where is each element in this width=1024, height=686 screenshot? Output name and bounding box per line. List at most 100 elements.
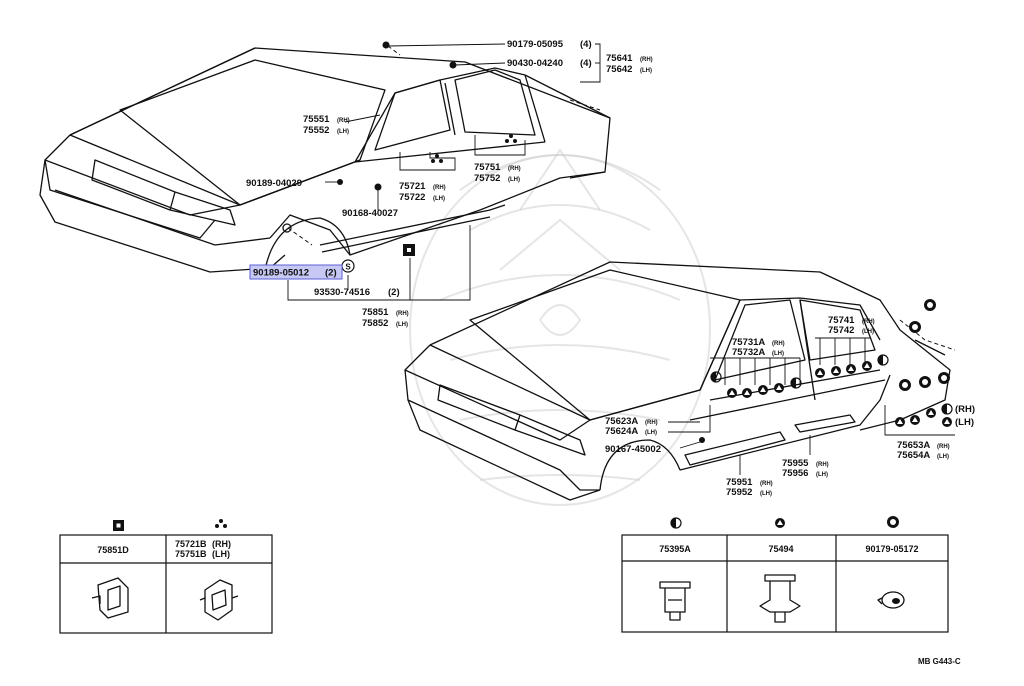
label-90179-05095: 90179-05095 [507, 39, 564, 50]
part-75395A: 75395A [659, 544, 691, 554]
clip-75721B-drawing [199, 579, 239, 621]
svg-text:(RH): (RH) [508, 166, 521, 172]
label-90189-04029: 90189-04029 [246, 178, 302, 189]
round-clip-icon [909, 321, 921, 333]
half-circle-clip-icon [877, 354, 889, 366]
left-parts-table: 75851D 75721B (RH) 75751B (LH) [59, 519, 273, 634]
half-circle-clip-icon [941, 403, 953, 415]
triangle-clip-icon [831, 366, 841, 376]
label-75654A: 75654A [897, 450, 930, 461]
square-clip-symbol-icon [113, 520, 124, 531]
triangle-clip-icon [815, 368, 825, 378]
part-75851D: 75851D [97, 545, 129, 555]
svg-text:(RH): (RH) [212, 539, 231, 549]
round-clip-icon [924, 299, 936, 311]
label-75742: 75742 [828, 325, 854, 336]
bottom-clip-symbols [710, 299, 953, 427]
label-75551: 75551 [303, 114, 330, 125]
watermark-emblem [409, 148, 711, 506]
svg-text:(RH): (RH) [396, 311, 409, 317]
bottom-labels: 75731A (RH) 75732A (LH) 75741 (RH) 75742… [605, 315, 975, 498]
label-75732A: 75732A [732, 347, 765, 358]
svg-text:(RH): (RH) [337, 118, 350, 124]
svg-text:(LH): (LH) [640, 68, 652, 74]
svg-text:(LH): (LH) [508, 177, 520, 183]
top-symbols: S [341, 134, 517, 273]
svg-text:(LH): (LH) [816, 472, 828, 478]
part-75721B: 75721B [175, 539, 207, 549]
label-90189-05012: 90189-05012 [253, 268, 309, 279]
label-75722: 75722 [399, 192, 425, 203]
svg-text:(LH): (LH) [937, 454, 949, 460]
svg-text:(LH): (LH) [645, 430, 657, 436]
label-75623A: 75623A [605, 416, 638, 427]
label-75642: 75642 [606, 64, 632, 75]
round-clip-icon [899, 379, 911, 391]
part-90179-05172: 90179-05172 [865, 544, 918, 554]
svg-text:(2): (2) [388, 287, 400, 298]
label-75752: 75752 [474, 173, 500, 184]
half-circle-clip-icon [710, 371, 722, 383]
triangle-clip-icon [758, 385, 768, 395]
svg-text:(LH): (LH) [396, 322, 408, 328]
three-dot-symbol-icon [215, 519, 227, 528]
three-dot-symbol-icon [505, 134, 517, 143]
label-75653A: 75653A [897, 440, 930, 451]
label-75731A: 75731A [732, 337, 765, 348]
svg-text:(4): (4) [580, 58, 592, 69]
triangle-clip-icon [910, 415, 920, 425]
svg-text:(LH): (LH) [760, 491, 772, 497]
round-clip-icon [938, 372, 950, 384]
svg-text:(RH): (RH) [645, 420, 658, 426]
triangle-clip-icon [774, 383, 784, 393]
svg-text:(RH): (RH) [760, 481, 773, 487]
triangle-clip-icon [742, 388, 752, 398]
label-75751: 75751 [474, 162, 501, 173]
triangle-clip-icon [942, 417, 952, 427]
three-dot-symbol-icon [431, 154, 443, 163]
half-circle-clip-icon [670, 517, 682, 529]
label-93530-74516: 93530-74516 [314, 287, 370, 298]
svg-text:(LH): (LH) [955, 417, 974, 428]
label-75852: 75852 [362, 318, 388, 329]
bottom-car-illustration [404, 261, 956, 501]
label-75741: 75741 [828, 315, 855, 326]
svg-text:(RH): (RH) [640, 57, 653, 63]
top-leader-lines [282, 41, 601, 301]
part-75494: 75494 [768, 544, 793, 554]
svg-text:(RH): (RH) [955, 404, 975, 415]
label-75851: 75851 [362, 307, 389, 318]
triangle-clip-icon [846, 364, 856, 374]
svg-text:(RH): (RH) [772, 341, 785, 347]
svg-text:(RH): (RH) [937, 444, 950, 450]
triangle-clip-icon [775, 518, 785, 528]
label-90167-45002: 90167-45002 [605, 444, 661, 455]
svg-text:(RH): (RH) [433, 185, 446, 191]
s-circle-symbol-icon: S [341, 259, 355, 273]
label-75552: 75552 [303, 125, 329, 136]
bottom-leader-lines [668, 337, 955, 475]
svg-text:(LH): (LH) [337, 129, 349, 135]
svg-text:(4): (4) [580, 39, 592, 50]
label-75721: 75721 [399, 181, 426, 192]
svg-text:(2): (2) [325, 268, 337, 279]
square-clip-symbol-icon [403, 244, 415, 256]
half-circle-clip-icon [790, 377, 802, 389]
label-75641: 75641 [606, 53, 633, 64]
label-75956: 75956 [782, 468, 808, 479]
svg-text:(LH): (LH) [433, 196, 445, 202]
clip-75851D-drawing [91, 577, 129, 619]
label-75951: 75951 [726, 477, 753, 488]
highlighted-part-box[interactable] [249, 264, 343, 280]
clip-75395A-drawing [659, 581, 691, 621]
round-clip-icon [887, 516, 899, 528]
svg-text:(LH): (LH) [772, 351, 784, 357]
top-labels: 90179-05095 (4) 90430-04240 (4) 75641 (R… [246, 39, 653, 329]
diagram-reference-code: MB G443-C [918, 657, 961, 666]
triangle-clip-icon [895, 417, 905, 427]
part-75751B: 75751B [175, 549, 207, 559]
triangle-clip-icon [926, 408, 936, 418]
right-parts-table: 75395A 75494 90179-05172 [621, 516, 949, 633]
clip-75494-drawing [759, 574, 801, 623]
